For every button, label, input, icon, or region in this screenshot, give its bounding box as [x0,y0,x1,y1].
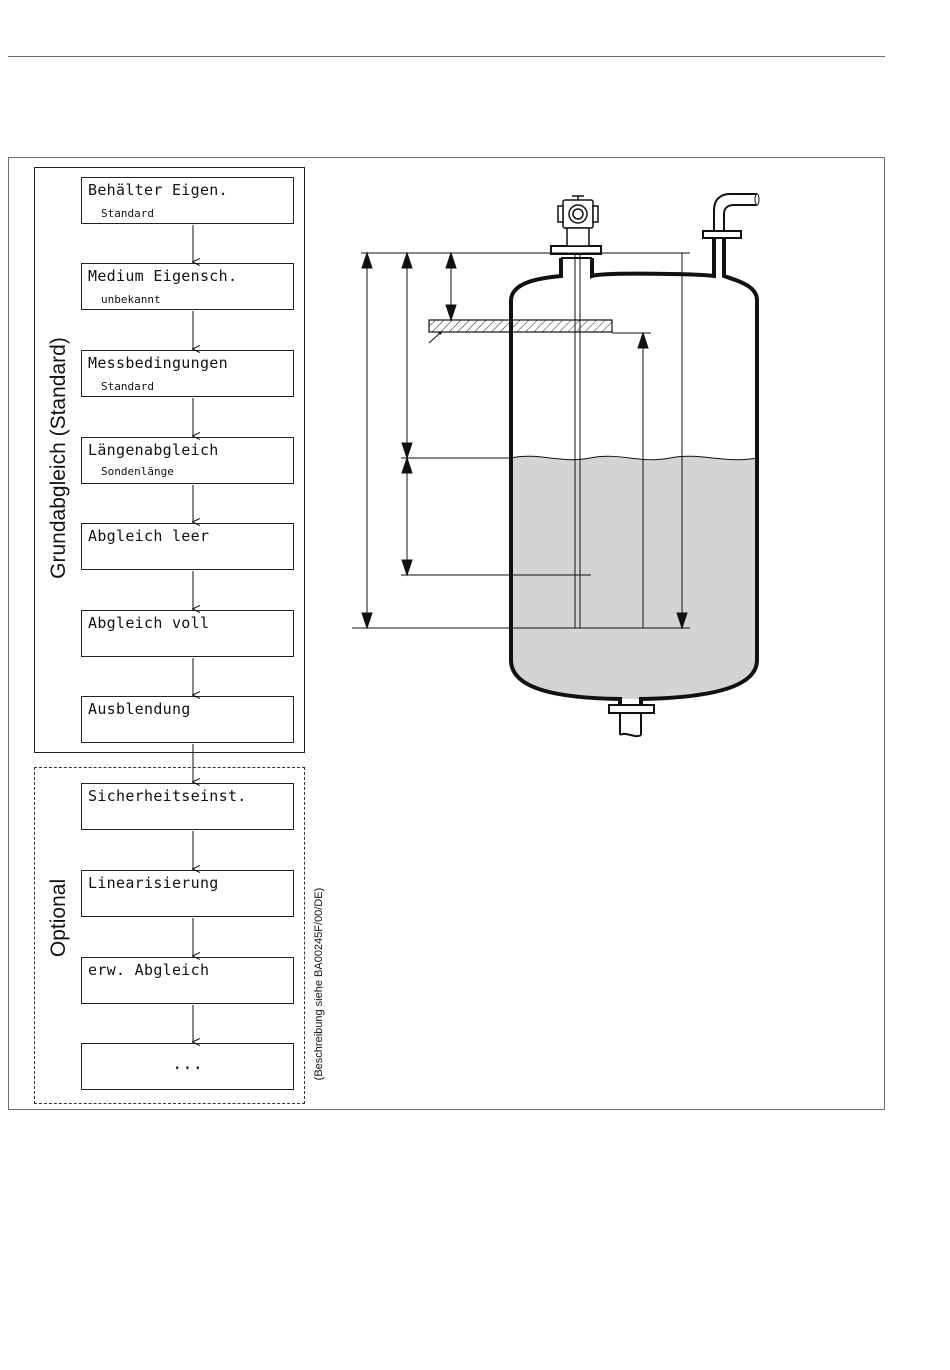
bottom-outlet [620,713,641,736]
bottom-flange [609,705,654,713]
baffle-leader [429,333,440,343]
baffle-leader-dot [439,332,442,335]
side-pipe [714,194,757,232]
tank-liquid [511,456,757,699]
baffle-hatched [429,320,612,332]
transmitter-head [558,196,598,246]
side-pipe-flange [703,231,741,238]
